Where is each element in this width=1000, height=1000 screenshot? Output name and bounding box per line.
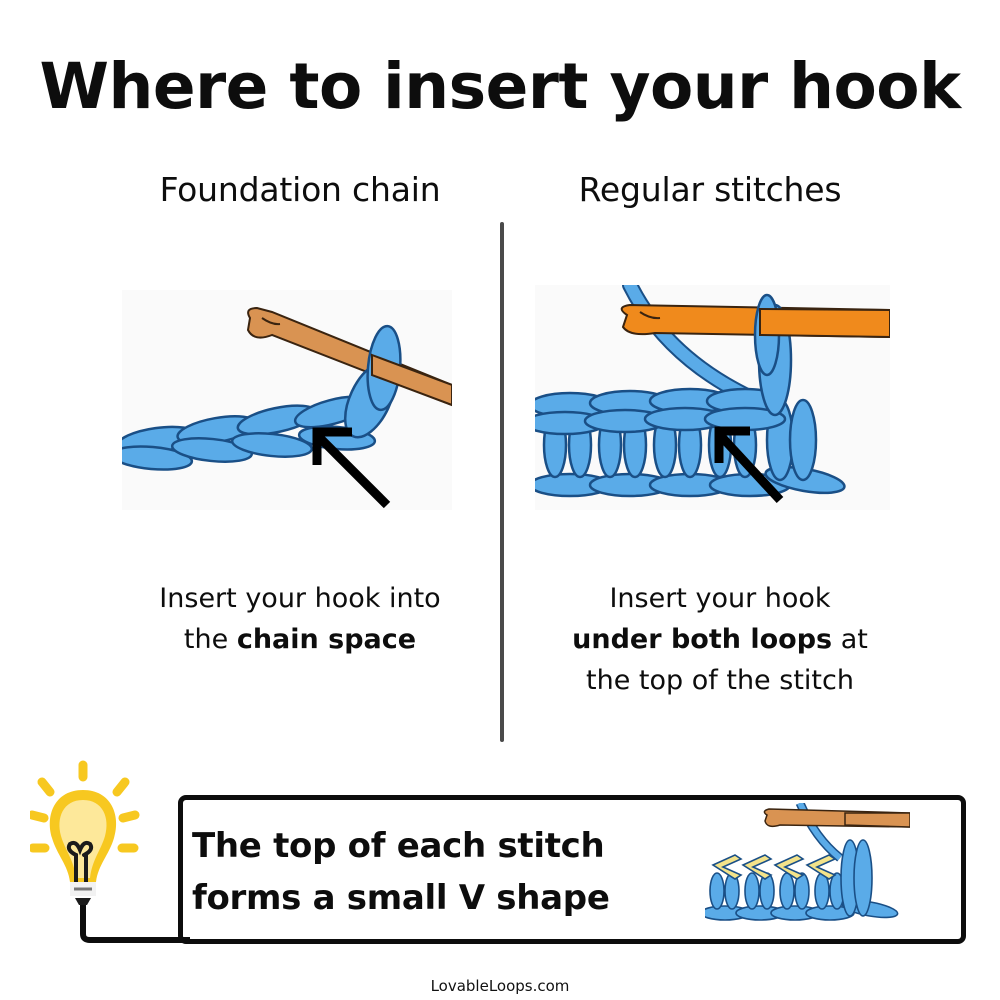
v-shape-illustration	[705, 803, 910, 925]
caption-line: Insert your hook into	[159, 583, 441, 614]
caption-line: the top of the stitch	[586, 665, 854, 696]
page-title: Where to insert your hook	[39, 50, 961, 123]
foundation-chain-caption: Insert your hook into the chain space	[110, 578, 490, 660]
highlighted-stitches-svg	[705, 803, 910, 921]
v-highlight-icon	[711, 854, 837, 880]
column-divider	[500, 222, 504, 742]
tip-line: forms a small V shape	[192, 878, 610, 918]
lightbulb-icon	[30, 760, 190, 945]
pointer-arrow-icon	[312, 427, 391, 509]
caption-line: the chain space	[183, 624, 417, 655]
tip-text: The top of each stitch forms a small V s…	[192, 820, 610, 924]
footer-site-name: LovableLoops.com	[430, 977, 570, 995]
emphasis-text: under both loops	[572, 624, 833, 655]
foundation-chain-illustration	[122, 290, 452, 510]
regular-stitches-illustration	[535, 285, 890, 510]
crochet-chain-svg	[122, 306, 452, 509]
foundation-chain-heading: Foundation chain	[159, 170, 441, 209]
tip-line: The top of each stitch	[192, 826, 605, 866]
regular-stitches-caption: Insert your hook under both loops at the…	[510, 578, 930, 701]
caption-line: Insert your hook	[609, 583, 831, 614]
pointer-arrow-icon	[714, 426, 784, 504]
crochet-stitches-svg	[535, 285, 890, 504]
caption-line: under both loops at	[572, 624, 868, 655]
emphasis-text: chain space	[236, 624, 417, 655]
regular-stitches-heading: Regular stitches	[578, 170, 842, 209]
